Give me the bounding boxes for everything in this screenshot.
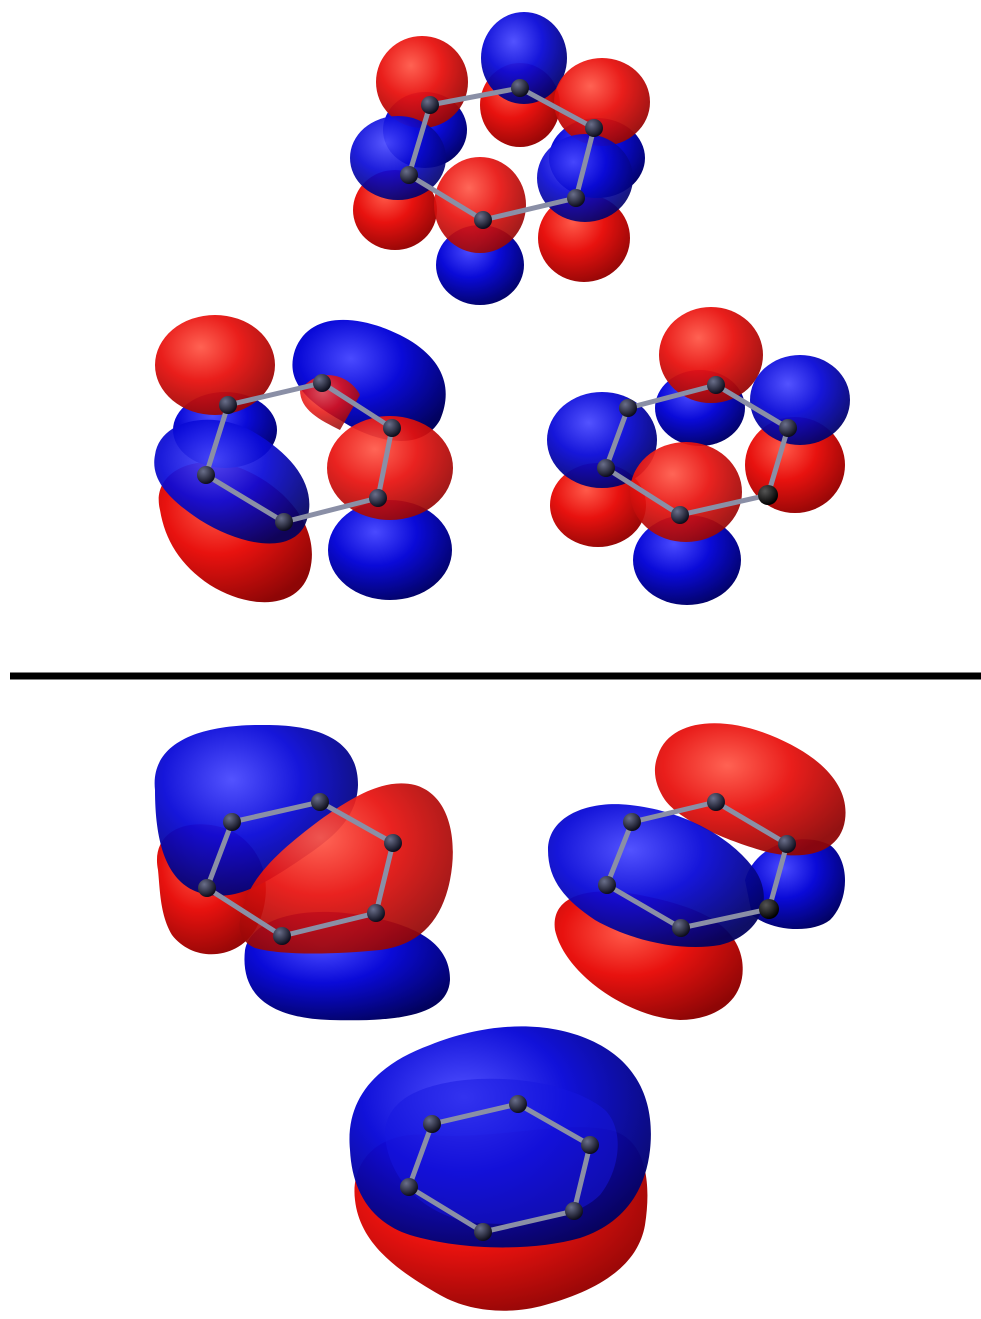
atom — [313, 374, 331, 392]
atom — [198, 879, 216, 897]
atom — [273, 927, 291, 945]
atom — [423, 1115, 441, 1133]
atoms — [400, 79, 603, 229]
atom — [581, 1136, 599, 1154]
lobe-blue — [548, 804, 764, 948]
lobe-red — [630, 442, 742, 542]
lobe-red — [300, 375, 360, 430]
atoms — [400, 1095, 599, 1241]
lobe-red — [659, 307, 763, 403]
atom — [421, 96, 439, 114]
atom — [383, 419, 401, 437]
atom — [509, 1095, 527, 1113]
atom — [400, 166, 418, 184]
heteroatom — [759, 899, 779, 919]
atom — [619, 399, 637, 417]
atom — [223, 813, 241, 831]
mo-bottom-delocalized — [349, 1026, 651, 1311]
atom — [597, 459, 615, 477]
lobe-blue — [750, 355, 850, 445]
atom — [672, 919, 690, 937]
atom — [511, 79, 529, 97]
lobe-blue — [633, 515, 741, 605]
lobe-red — [155, 315, 275, 415]
atom — [567, 189, 585, 207]
lobe-red — [327, 416, 453, 520]
atom — [311, 793, 329, 811]
atoms — [598, 793, 796, 937]
atom — [565, 1202, 583, 1220]
lobe-blue — [328, 500, 452, 600]
mo-left-pair — [154, 315, 453, 603]
lobe-red — [554, 58, 650, 146]
atoms — [597, 376, 797, 524]
lobe-red — [239, 783, 453, 954]
atom — [219, 396, 237, 414]
atom — [275, 513, 293, 531]
atom — [707, 793, 725, 811]
atom — [384, 834, 402, 852]
atom — [707, 376, 725, 394]
lobe-blue — [537, 134, 633, 222]
atom — [778, 835, 796, 853]
atoms — [197, 374, 401, 531]
atom — [598, 876, 616, 894]
atom — [369, 489, 387, 507]
atom — [367, 904, 385, 922]
mo-right-pair — [547, 307, 850, 605]
lobe-red — [376, 36, 468, 128]
mo-left-twolobe — [154, 724, 453, 1021]
lobe-red — [434, 157, 526, 253]
atom — [197, 466, 215, 484]
atom — [779, 419, 797, 437]
lobe-blue — [481, 12, 567, 104]
atom — [474, 211, 492, 229]
atom — [585, 119, 603, 137]
atom — [474, 1223, 492, 1241]
lobe-red — [654, 723, 846, 856]
atom — [671, 506, 689, 524]
atoms — [198, 793, 402, 945]
mo-top-alternating — [350, 12, 650, 305]
heteroatom — [758, 485, 778, 505]
atom — [623, 813, 641, 831]
lobe-blue-inner — [385, 1078, 618, 1224]
mo-right-twolobe — [548, 723, 846, 1020]
atom — [400, 1178, 418, 1196]
